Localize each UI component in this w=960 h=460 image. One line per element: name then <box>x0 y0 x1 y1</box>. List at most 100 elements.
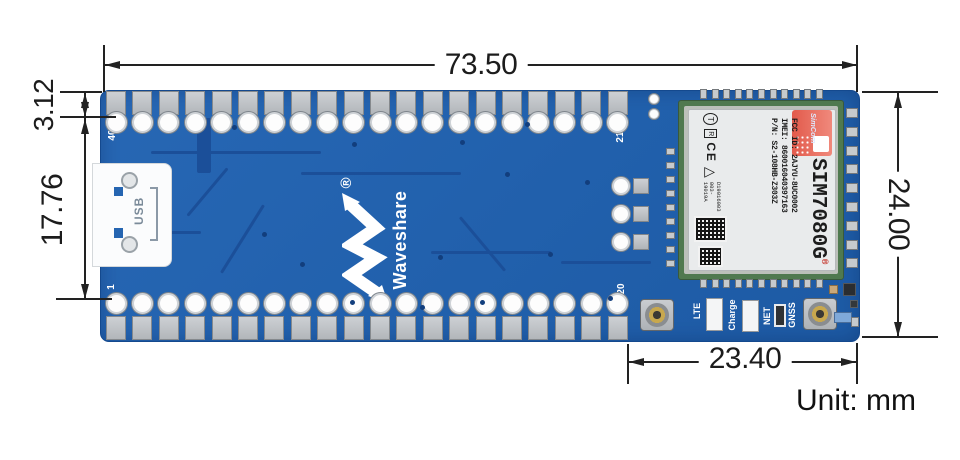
pin-hole <box>501 112 523 133</box>
arrowhead-icon <box>80 93 89 108</box>
arrowhead-icon <box>842 60 857 69</box>
pin-hole <box>422 293 444 314</box>
module-name-text: SIM7080G <box>806 158 829 259</box>
pin-pad <box>422 316 443 340</box>
module-pad <box>666 148 675 155</box>
via-dot <box>232 125 237 130</box>
module-pad <box>746 279 754 288</box>
ce-mark-icon: CE <box>704 142 718 164</box>
module-pad <box>804 279 812 288</box>
debug-pad <box>633 178 649 194</box>
pcb-trace <box>301 172 461 175</box>
pin-hole <box>131 112 153 133</box>
pin-pad <box>106 316 126 340</box>
module-codes: D19016003 003-19019A <box>701 181 722 212</box>
module-pad <box>758 89 765 99</box>
module-code-b: 003-19019A <box>701 181 716 202</box>
module-pad <box>846 239 858 250</box>
pin-hole <box>263 112 285 133</box>
arrowhead-icon <box>80 102 89 117</box>
pin-hole <box>475 112 497 133</box>
module-pad <box>666 162 675 169</box>
pin-hole <box>316 293 338 314</box>
debug-hole <box>612 205 630 223</box>
unit-label: Unit: mm <box>796 384 916 417</box>
smd-chip <box>843 283 856 296</box>
extension-line <box>862 91 938 93</box>
extension-line <box>862 336 938 338</box>
pin-hole <box>527 293 549 314</box>
pin-hole <box>580 112 602 133</box>
extension-line <box>36 91 102 93</box>
pin-pad <box>158 316 179 340</box>
dimension-height-value: 24.00 <box>881 171 915 257</box>
registered-mark: ® <box>337 177 355 189</box>
net-label: NET <box>762 307 772 325</box>
usb-notch <box>114 187 123 196</box>
via-dot <box>300 262 305 267</box>
pin-hole <box>290 112 312 133</box>
arrowhead-icon <box>80 119 89 134</box>
pin-hole <box>369 293 391 314</box>
pin-hole <box>316 112 338 133</box>
pin-hole <box>475 293 497 314</box>
smd-chip <box>829 285 838 294</box>
module-pad <box>792 89 800 99</box>
dimension-offset-value: 3.12 <box>28 72 60 138</box>
module-pad <box>846 126 858 137</box>
arrowhead-icon <box>80 284 89 299</box>
via-dot <box>262 232 267 237</box>
via-dot <box>480 300 485 305</box>
pin-pad <box>317 316 338 340</box>
qr-code <box>698 246 724 268</box>
extension-line <box>56 116 116 118</box>
pin-hole <box>395 112 417 133</box>
pin-hole <box>263 293 285 314</box>
ufl-connector-gnss <box>803 298 837 330</box>
qr-code <box>694 215 728 243</box>
module-pad <box>700 89 707 99</box>
pin-pad <box>502 316 522 340</box>
usb-mount-hole <box>121 172 138 189</box>
module-pad <box>769 279 777 288</box>
pcb-trace <box>197 118 211 173</box>
module-pad <box>666 232 675 239</box>
pin-hole <box>554 112 576 133</box>
smd-chip <box>851 317 859 327</box>
pin-hole <box>501 293 523 314</box>
module-pad <box>711 89 719 99</box>
module-code-a: D19016003 <box>714 181 722 212</box>
module-pn-line: P/N: S2-108HB-Z303Z <box>769 118 778 204</box>
module-pad <box>734 279 742 288</box>
pin-pad <box>449 316 470 340</box>
pin-hole <box>237 293 259 314</box>
smd-chip <box>834 312 852 323</box>
module-pad <box>804 89 812 99</box>
debug-pad <box>633 234 649 250</box>
pin-pad <box>264 316 285 340</box>
via-dot <box>548 252 553 257</box>
via-hole <box>649 94 659 104</box>
pin-hole <box>554 293 576 314</box>
module-pad <box>746 89 754 99</box>
via-dot <box>438 255 443 260</box>
arrowhead-icon <box>105 60 120 69</box>
pcb-trace <box>151 151 321 154</box>
dimension-width-value: 73.50 <box>434 48 528 82</box>
pcb-trace <box>161 231 201 234</box>
extension-line <box>56 298 112 300</box>
via-dot <box>608 296 613 301</box>
cert-triangle-icon: △ <box>703 167 719 178</box>
module-registered-mark: ® <box>819 258 829 265</box>
gnss-label: GNSS <box>787 302 797 328</box>
via-dot <box>525 122 530 127</box>
waveshare-brand-text: Waveshare <box>389 190 410 290</box>
debug-hole <box>612 177 630 195</box>
dimension-right-width-value: 23.40 <box>698 342 792 376</box>
pin-hole <box>211 293 233 314</box>
pin-hole <box>211 112 233 133</box>
module-pad <box>666 260 675 267</box>
module-pad <box>723 89 731 99</box>
pin-pad <box>343 316 364 340</box>
